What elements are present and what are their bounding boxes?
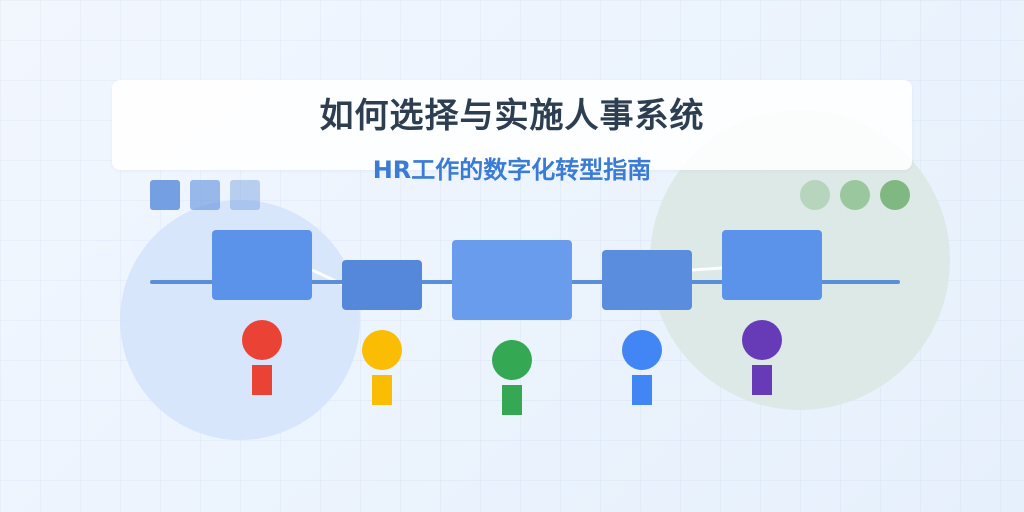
page-title: 如何选择与实施人事系统 <box>319 96 705 136</box>
connector-line-2 <box>691 266 723 272</box>
step-box-2 <box>342 260 422 310</box>
person-body-purple <box>752 365 772 395</box>
person-body-red <box>252 365 272 395</box>
person-head-purple <box>742 320 782 360</box>
decor-square-3 <box>230 180 260 210</box>
person-body-green <box>502 385 522 415</box>
person-body-yellow <box>372 375 392 405</box>
step-box-1 <box>212 230 312 300</box>
step-box-4 <box>602 250 692 310</box>
page-subtitle: HR工作的数字化转型指南 <box>372 156 652 184</box>
decor-square-2 <box>190 180 220 210</box>
person-head-green <box>492 340 532 380</box>
person-body-blue <box>632 375 652 405</box>
person-head-yellow <box>362 330 402 370</box>
decor-dot-3 <box>880 180 910 210</box>
person-head-blue <box>622 330 662 370</box>
decor-dot-2 <box>840 180 870 210</box>
header-card <box>112 80 912 170</box>
decor-square-1 <box>150 180 180 210</box>
person-head-red <box>242 320 282 360</box>
step-box-5 <box>722 230 822 300</box>
step-box-3 <box>452 240 572 320</box>
decor-dot-1 <box>800 180 830 210</box>
